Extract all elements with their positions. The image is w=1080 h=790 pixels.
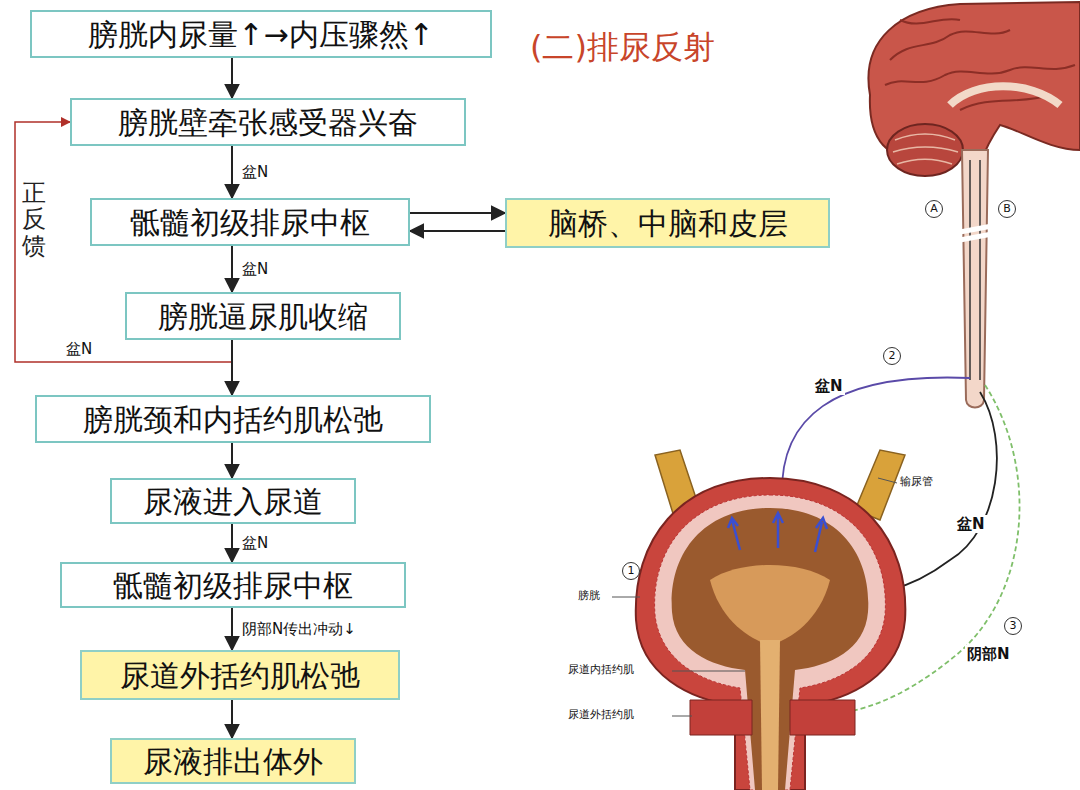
- box-text: 膀胱壁牵张感受器兴奋: [118, 106, 418, 139]
- process-box: 骶髓初级排尿中枢: [90, 198, 410, 246]
- pelvic-nerve-efferent: [890, 392, 997, 590]
- process-box: 膀胱颈和内括约肌松弛: [35, 395, 431, 443]
- box-text: 骶髓初级排尿中枢: [130, 206, 370, 239]
- callout-number: 2: [883, 347, 901, 365]
- highlight-box: 脑桥、中脑和皮层: [505, 198, 830, 248]
- highlight-box: 尿道外括约肌松弛: [80, 650, 400, 700]
- cerebellum: [887, 124, 963, 176]
- feedback-label: 正反馈: [22, 180, 46, 259]
- flow-arrow: [231, 340, 233, 395]
- process-box: 骶髓初级排尿中枢: [60, 562, 406, 608]
- nerve-label: 阴部N: [965, 645, 1012, 663]
- part-label: 盆N: [66, 340, 92, 358]
- process-box: 膀胱逼尿肌收缩: [125, 292, 401, 340]
- box-text: 膀胱逼尿肌收缩: [158, 300, 368, 333]
- flow-arrow: [231, 608, 233, 650]
- process-box: 尿液进入尿道: [110, 478, 356, 524]
- flow-arrow: [231, 246, 233, 292]
- flow-arrow: [231, 443, 233, 478]
- box-text: 脑桥、中脑和皮层: [548, 207, 788, 240]
- callout-number: 1: [622, 562, 640, 580]
- box-text: 骶髓初级排尿中枢: [113, 569, 353, 602]
- nerve-label: 盆N: [813, 377, 845, 395]
- process-box: 膀胱内尿量↑→内压骤然↑: [30, 10, 492, 58]
- bladder: [636, 478, 906, 790]
- flow-arrow: [231, 700, 233, 738]
- part-label: 尿道内括约肌: [568, 663, 634, 676]
- callout-number: B: [998, 200, 1016, 218]
- callout-number: 3: [1004, 617, 1022, 635]
- process-box: 膀胱壁牵张感受器兴奋: [70, 98, 466, 146]
- callout-number: A: [925, 200, 943, 218]
- flow-arrow: [231, 524, 233, 562]
- nerve-label: 盆N: [240, 163, 270, 181]
- part-label: 输尿管: [900, 475, 933, 488]
- box-text: 尿液排出体外: [143, 745, 323, 778]
- box-text: 尿道外括约肌松弛: [120, 659, 360, 692]
- part-label: 膀胱: [578, 589, 600, 602]
- flow-arrow: [410, 212, 505, 214]
- flow-arrow: [410, 230, 505, 232]
- spinal-cord: [962, 150, 988, 408]
- nerve-label: 盆N: [240, 534, 270, 552]
- diagram-title: (二)排尿反射: [530, 26, 715, 70]
- flow-arrow: [231, 146, 233, 198]
- corpus-callosum: [950, 86, 1060, 105]
- nerve-label: 盆N: [955, 515, 987, 533]
- box-text: 膀胱内尿量↑→内压骤然↑: [88, 18, 433, 51]
- flow-arrow: [231, 58, 233, 98]
- part-label: 尿道外括约肌: [568, 708, 634, 721]
- highlight-box: 尿液排出体外: [110, 738, 356, 784]
- nerve-label: 阴部N传出冲动↓: [240, 620, 358, 638]
- nerve-label: 盆N: [240, 260, 270, 278]
- box-text: 膀胱颈和内括约肌松弛: [83, 403, 383, 436]
- external-sphincter: [690, 700, 752, 735]
- box-text: 尿液进入尿道: [143, 485, 323, 518]
